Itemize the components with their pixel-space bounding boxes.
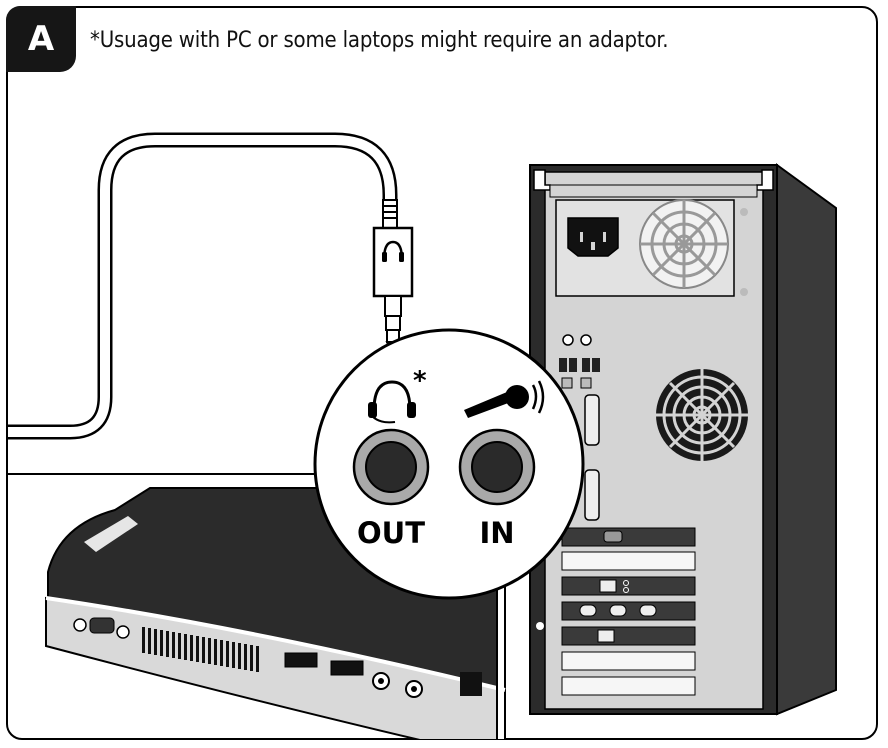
vga-port-icon — [603, 530, 623, 543]
io-panel — [536, 334, 600, 630]
power-supply — [555, 199, 748, 297]
case-fan-grille — [656, 369, 748, 461]
power-socket-icon — [567, 217, 619, 257]
audio-jack-icon — [562, 334, 574, 346]
panel-label: A — [6, 6, 76, 72]
ethernet-port-icon — [597, 629, 615, 643]
usb-port-icon — [284, 652, 318, 668]
usb-port-icon — [592, 358, 600, 372]
usb-port-icon — [330, 660, 364, 676]
out-label: OUT — [357, 516, 425, 550]
vga-port-icon — [89, 617, 115, 634]
usb-port-icon — [582, 358, 590, 372]
in-label: IN — [479, 516, 514, 550]
asterisk-mark: * — [413, 366, 427, 396]
headphone-cable — [8, 132, 398, 440]
headphone-plug — [372, 199, 414, 359]
desktop-tower — [529, 163, 837, 716]
ethernet-port-icon — [599, 579, 617, 593]
usb-port-icon — [569, 358, 577, 372]
expansion-slots — [561, 527, 696, 696]
headset-icon — [368, 380, 416, 424]
jack-zoom-callout: * OUT IN — [313, 328, 585, 600]
vent-grille — [142, 627, 259, 672]
usb-port-icon — [559, 358, 567, 372]
microphone-icon — [464, 380, 545, 418]
headphone-icon — [382, 240, 404, 262]
panel-caption: *Usuage with PC or some laptops might re… — [90, 28, 669, 53]
audio-jack-icon — [580, 334, 592, 346]
lid-highlight — [84, 516, 138, 552]
fan-grille-icon — [639, 199, 729, 289]
